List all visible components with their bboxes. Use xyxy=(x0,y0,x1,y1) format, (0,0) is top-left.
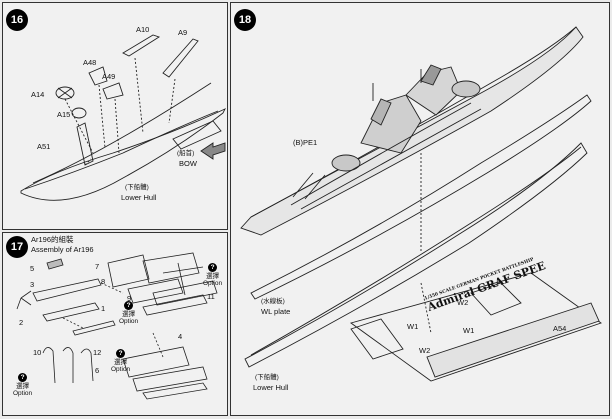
step-16-panel: 16 xyxy=(2,2,228,230)
part-5-label: 5 xyxy=(30,264,35,273)
part-a14-label: A14 xyxy=(31,90,45,99)
part-w2-label-b: W2 xyxy=(419,346,431,355)
step-18-drawing xyxy=(240,26,602,382)
part-a51-label: A51 xyxy=(37,142,51,151)
part-a48-label: A48 xyxy=(83,58,97,67)
lower-hull-label-18: Lower Hull xyxy=(253,383,289,392)
part-12-label: 12 xyxy=(93,348,102,357)
part-10-label: 10 xyxy=(33,348,42,357)
step-17-drawing xyxy=(16,252,218,400)
bow-label-cn: (船首) xyxy=(177,150,195,157)
step-17-title-en: Assembly of Ar196 xyxy=(31,245,94,254)
lower-hull-label-cn: (下船體) xyxy=(125,184,149,191)
step-17-badge: 17 xyxy=(6,236,28,258)
step-17-panel: 17 Ar196的組裝 Assembly of Ar196 xyxy=(2,232,228,416)
part-8-label: 8 xyxy=(101,277,106,286)
wl-plate-label: WL plate xyxy=(261,307,291,316)
step-18-badge: 18 xyxy=(234,9,256,31)
part-a49-label: A49 xyxy=(102,72,116,81)
part-a54-label: A54 xyxy=(553,324,567,333)
lower-hull-label-cn-18: (下船體) xyxy=(255,374,279,381)
part-w1-label-a: W1 xyxy=(407,322,419,331)
part-9-label: 9 xyxy=(127,294,132,303)
wl-plate-label-cn: (水線板) xyxy=(261,298,285,305)
part-3-label: 3 xyxy=(30,280,35,289)
part-2-label: 2 xyxy=(19,318,24,327)
part-7-label: 7 xyxy=(95,262,100,271)
part-4-label: 4 xyxy=(178,332,183,341)
part-a9-label: A9 xyxy=(178,28,188,37)
part-1-label: 1 xyxy=(101,304,106,313)
step-16-drawing xyxy=(20,34,226,201)
step-17-title-cn: Ar196的組裝 xyxy=(31,235,74,244)
part-w2-label-a: W2 xyxy=(457,298,469,307)
bow-label: BOW xyxy=(179,159,197,168)
part-a15-label: A15 xyxy=(57,110,71,119)
step-18-panel: 18 xyxy=(230,2,610,416)
pe-label: (B)PE1 xyxy=(293,138,318,147)
lower-hull-label: Lower Hull xyxy=(121,193,157,202)
part-w1-label-b: W1 xyxy=(463,326,475,335)
step-16-badge: 16 xyxy=(6,9,28,31)
part-a10-label: A10 xyxy=(136,25,150,34)
part-6-label: 6 xyxy=(95,366,100,375)
part-11-label: 11 xyxy=(207,292,215,301)
